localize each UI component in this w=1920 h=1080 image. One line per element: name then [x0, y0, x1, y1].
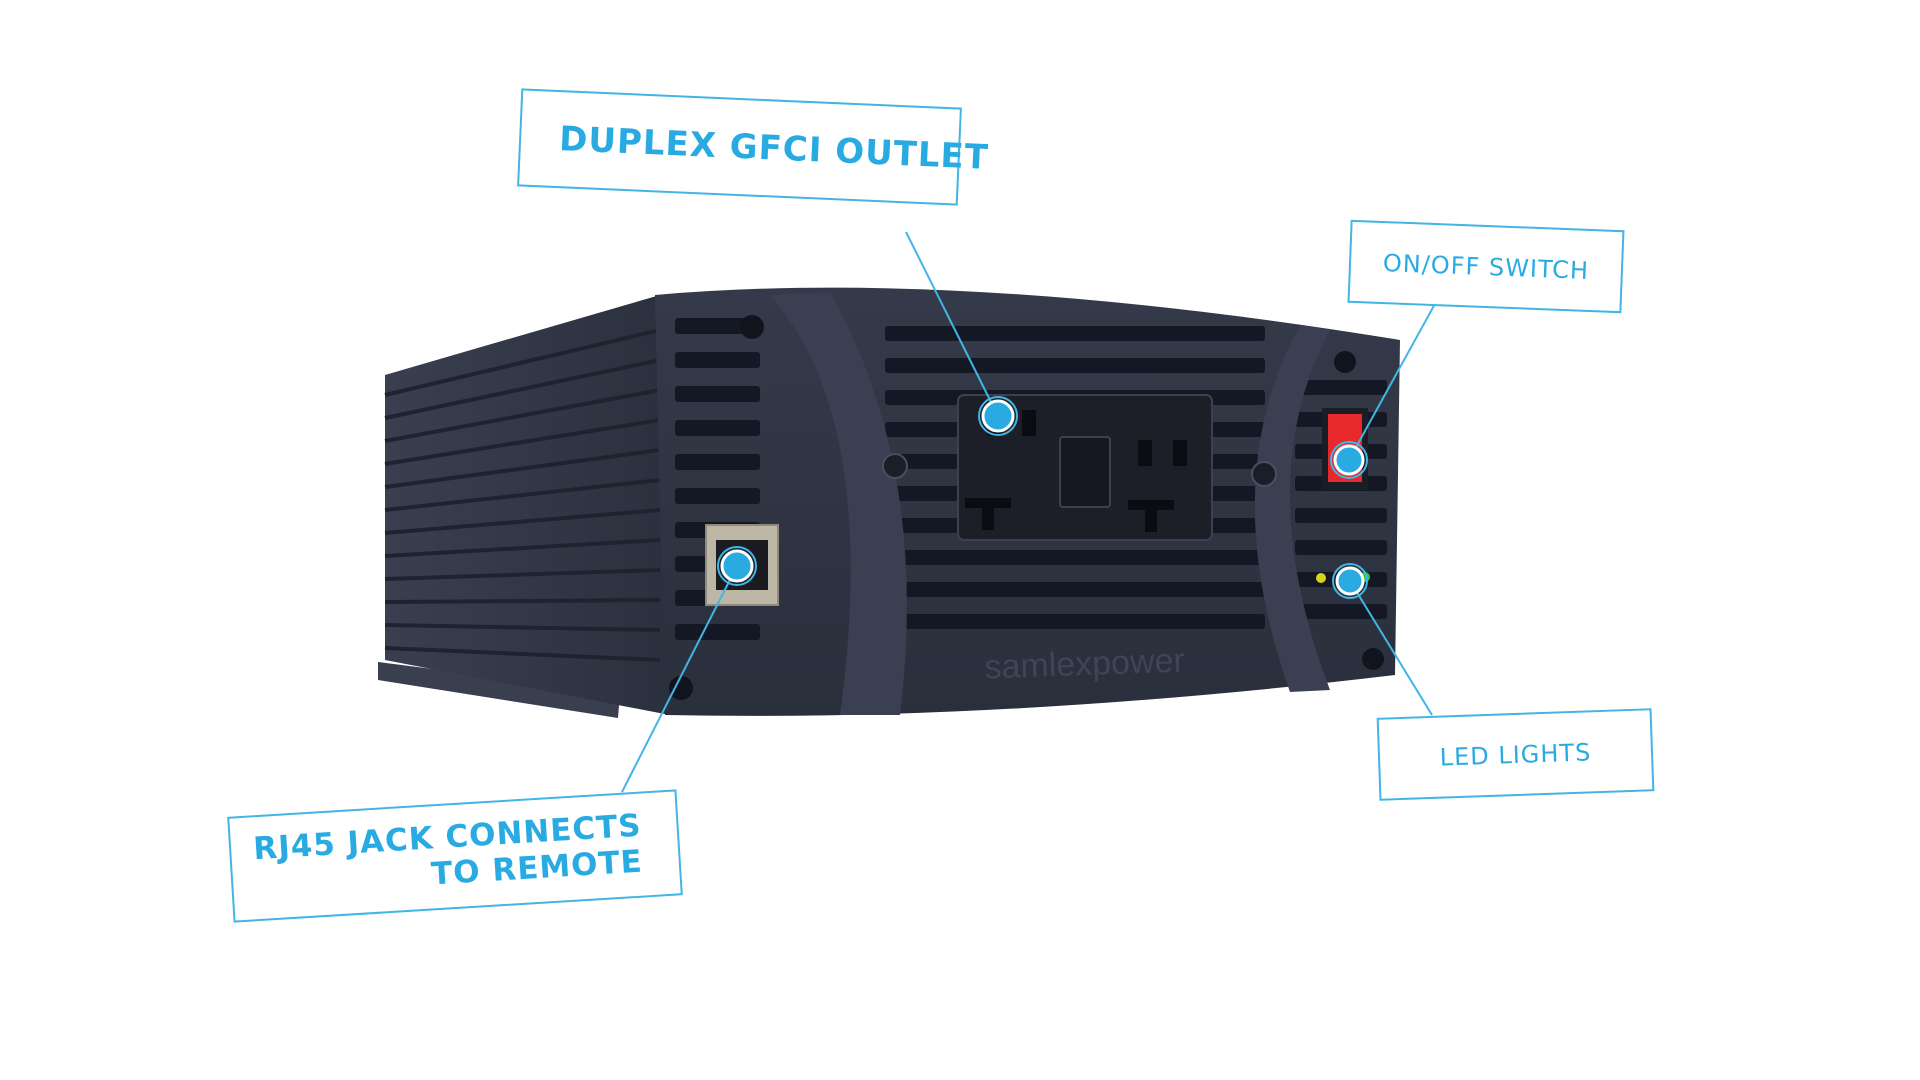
- brand-mark: samlexpower: [984, 642, 1186, 687]
- on-off-switch-label: ON/OFF SWITCH: [1382, 248, 1590, 285]
- on-off-switch-callout: ON/OFF SWITCH: [1347, 219, 1625, 314]
- callout-markers: [717, 396, 1368, 599]
- gfci-outlet-callout: DUPLEX GFCI OUTLET: [517, 88, 990, 206]
- gfci-outlet-label: DUPLEX GFCI OUTLET: [558, 119, 990, 178]
- led-lights-label: LED LIGHTS: [1439, 737, 1592, 772]
- mounting-flange: [378, 662, 620, 718]
- heatsink-side: [384, 295, 670, 715]
- leader-lines: [621, 231, 1437, 793]
- led-lights-callout: LED LIGHTS: [1376, 708, 1655, 801]
